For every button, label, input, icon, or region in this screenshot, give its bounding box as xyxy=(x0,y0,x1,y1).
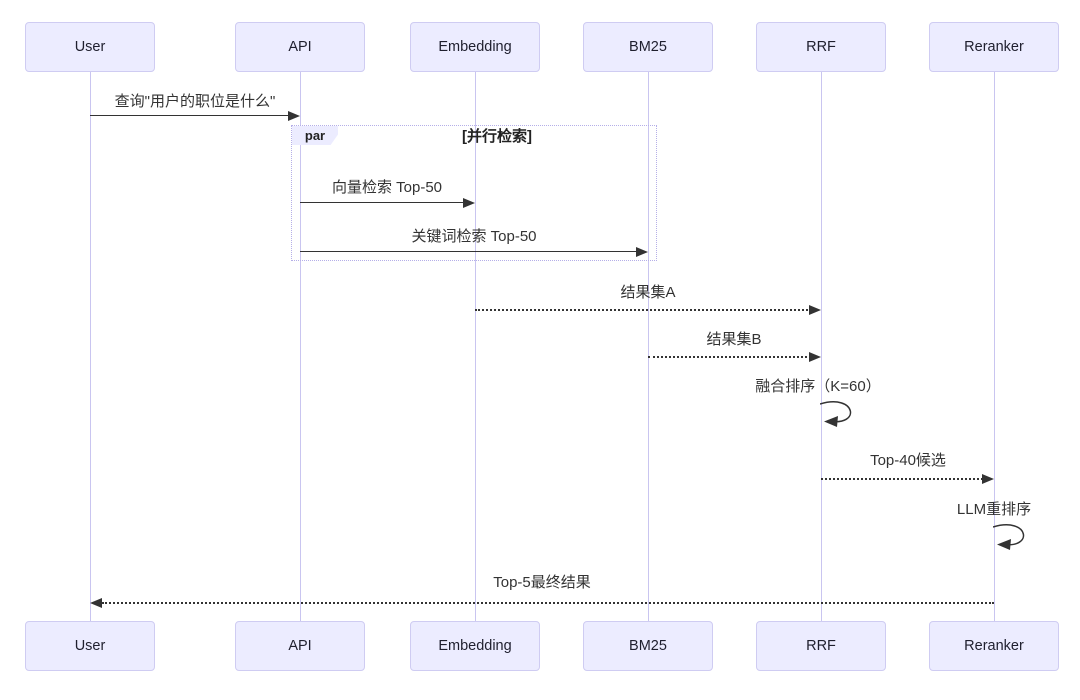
arrowhead-icon xyxy=(463,198,475,208)
message-line xyxy=(300,202,465,203)
message-label-fusion-rank: 融合排序（K=60） xyxy=(755,378,881,395)
arrowhead-icon xyxy=(636,247,648,257)
message-label-resultset-b: 结果集B xyxy=(706,331,762,348)
lifeline-embedding xyxy=(474,72,476,621)
message-label-top40: Top-40候选 xyxy=(870,452,946,469)
participant-label: BM25 xyxy=(629,39,667,55)
message-line xyxy=(821,478,983,480)
participant-bm25-bottom: BM25 xyxy=(583,621,713,671)
message-line xyxy=(102,602,994,604)
participant-label: RRF xyxy=(806,39,836,55)
message-line xyxy=(648,356,811,358)
participant-api-top: API xyxy=(235,22,365,72)
lifeline-reranker xyxy=(993,72,995,621)
participant-user-bottom: User xyxy=(25,621,155,671)
arrowhead-icon xyxy=(809,305,821,315)
message-label-vector-search: 向量检索 Top-50 xyxy=(331,179,443,196)
participant-bm25-top: BM25 xyxy=(583,22,713,72)
arrowhead-icon xyxy=(982,474,994,484)
participant-label: RRF xyxy=(806,638,836,654)
message-label-top5-final: Top-5最终结果 xyxy=(493,574,591,591)
participant-label: User xyxy=(74,638,106,654)
participant-user-top: User xyxy=(25,22,155,72)
par-tag: par xyxy=(292,126,338,145)
message-label-query: 查询"用户的职位是什么" xyxy=(114,93,276,110)
lifeline-rrf xyxy=(820,72,822,621)
lifeline-user xyxy=(89,72,91,621)
lifeline-bm25 xyxy=(647,72,649,621)
message-label-resultset-a: 结果集A xyxy=(620,284,676,301)
arrowhead-icon xyxy=(90,598,102,608)
participant-api-bottom: API xyxy=(235,621,365,671)
participant-label: BM25 xyxy=(629,638,667,654)
participant-label: Embedding xyxy=(438,39,512,55)
message-line xyxy=(90,115,290,116)
par-tag-label: par xyxy=(304,128,326,143)
arrowhead-icon xyxy=(809,352,821,362)
self-loop-arrow xyxy=(820,401,852,427)
participant-label: User xyxy=(74,39,106,55)
participant-label: Reranker xyxy=(964,638,1024,654)
lifeline-api xyxy=(299,72,301,621)
message-line xyxy=(475,309,811,311)
self-loop-arrow xyxy=(993,524,1025,550)
participant-rrf-top: RRF xyxy=(756,22,886,72)
message-label-keyword-search: 关键词检索 Top-50 xyxy=(411,228,537,245)
participant-label: API xyxy=(288,638,312,654)
par-condition-label: [并行检索] xyxy=(462,128,532,145)
participant-rrf-bottom: RRF xyxy=(756,621,886,671)
participant-reranker-top: Reranker xyxy=(929,22,1059,72)
participant-label: Embedding xyxy=(438,638,512,654)
arrowhead-icon xyxy=(288,111,300,121)
participant-embedding-bottom: Embedding xyxy=(410,621,540,671)
participant-embedding-top: Embedding xyxy=(410,22,540,72)
par-block-frame xyxy=(291,125,657,261)
message-label-llm-rerank: LLM重排序 xyxy=(956,501,1032,518)
participant-reranker-bottom: Reranker xyxy=(929,621,1059,671)
participant-label: Reranker xyxy=(964,39,1024,55)
participant-label: API xyxy=(288,39,312,55)
message-line xyxy=(300,251,638,252)
